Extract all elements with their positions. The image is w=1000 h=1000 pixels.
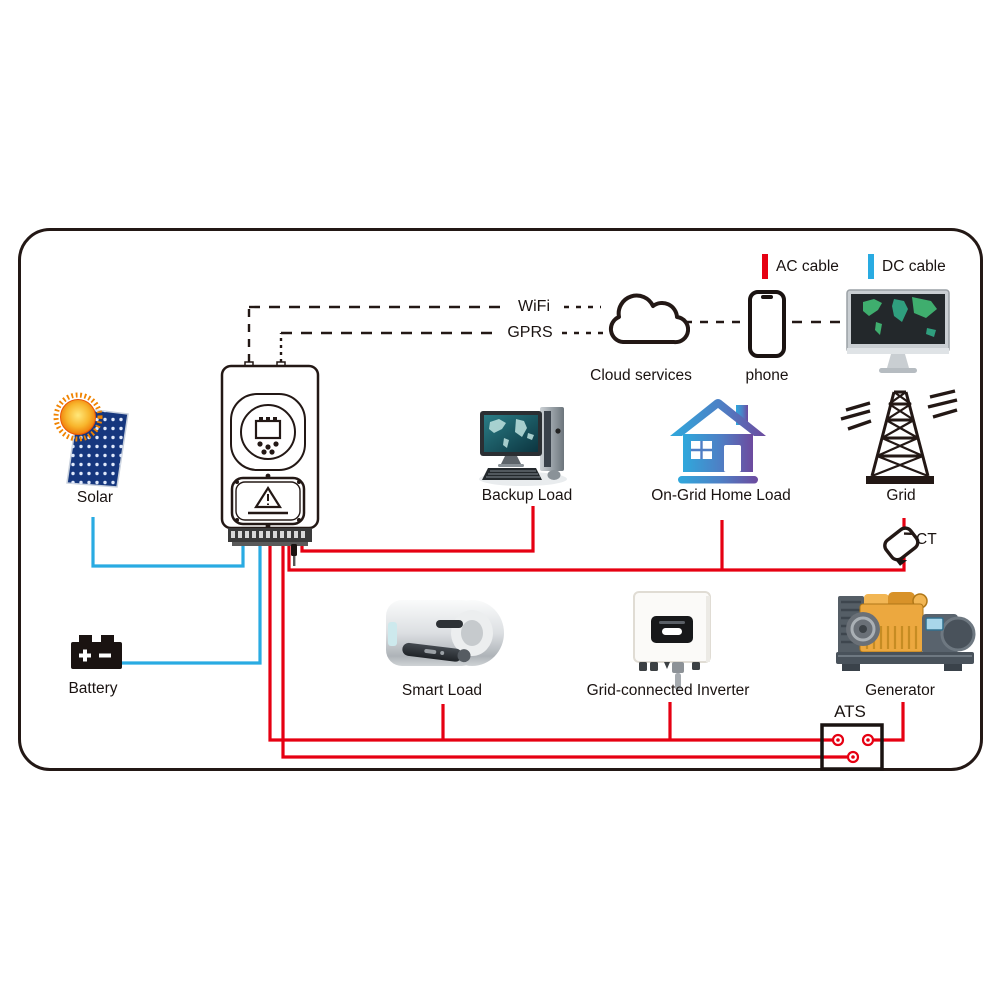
ct-sensor-icon xyxy=(883,526,920,566)
battery-icon xyxy=(71,635,122,669)
cloud-label: Cloud services xyxy=(590,367,692,384)
legend-dc: DC cable xyxy=(868,254,946,279)
wifi-antenna xyxy=(291,544,297,556)
legend-ac-swatch xyxy=(762,254,768,279)
cloud-icon xyxy=(608,293,690,345)
legend-dc-label: DC cable xyxy=(882,257,946,275)
wire-generator-ac xyxy=(868,702,905,742)
phone-label: phone xyxy=(745,367,789,384)
generator-label: Generator xyxy=(865,682,935,699)
wire-ats-bottom-ac xyxy=(281,540,853,759)
gci-label: Grid-connected Inverter xyxy=(586,682,750,699)
smart-load-label: Smart Load xyxy=(401,682,483,699)
ats-box-icon xyxy=(820,723,884,771)
wire-battery-dc xyxy=(122,540,262,665)
wire-ats-top-ac xyxy=(268,540,838,742)
ct-label: CT xyxy=(916,531,937,548)
gprs-label: GPRS xyxy=(507,324,553,341)
phone-icon xyxy=(748,290,786,358)
grid-label: Grid xyxy=(886,487,916,504)
battery-label: Battery xyxy=(68,680,118,697)
generator-icon xyxy=(836,592,976,671)
wifi-label: WiFi xyxy=(518,298,550,315)
ats-label: ATS xyxy=(834,702,866,721)
legend-ac: AC cable xyxy=(762,254,839,279)
legend-ac-label: AC cable xyxy=(776,257,839,275)
inverter-icon xyxy=(220,361,320,566)
diagram-frame xyxy=(18,228,983,771)
monitor-icon xyxy=(846,289,950,373)
grid-tower-icon xyxy=(840,389,958,484)
grid-connected-inverter-icon xyxy=(633,591,711,690)
wire-solar-dc xyxy=(91,517,245,568)
wire-grid-ac xyxy=(287,518,906,572)
home-load-house-icon xyxy=(670,399,766,484)
backup-load-computer-icon xyxy=(479,407,567,486)
backup-load-label: Backup Load xyxy=(481,487,573,504)
solar-label: Solar xyxy=(76,489,114,506)
wire-backup-load-ac xyxy=(300,506,535,553)
ats-terminals xyxy=(831,733,875,764)
smart-load-heater-icon xyxy=(386,600,504,666)
home-load-label: On-Grid Home Load xyxy=(651,487,791,504)
legend-dc-swatch xyxy=(868,254,874,279)
solar-panel-icon xyxy=(53,392,129,488)
